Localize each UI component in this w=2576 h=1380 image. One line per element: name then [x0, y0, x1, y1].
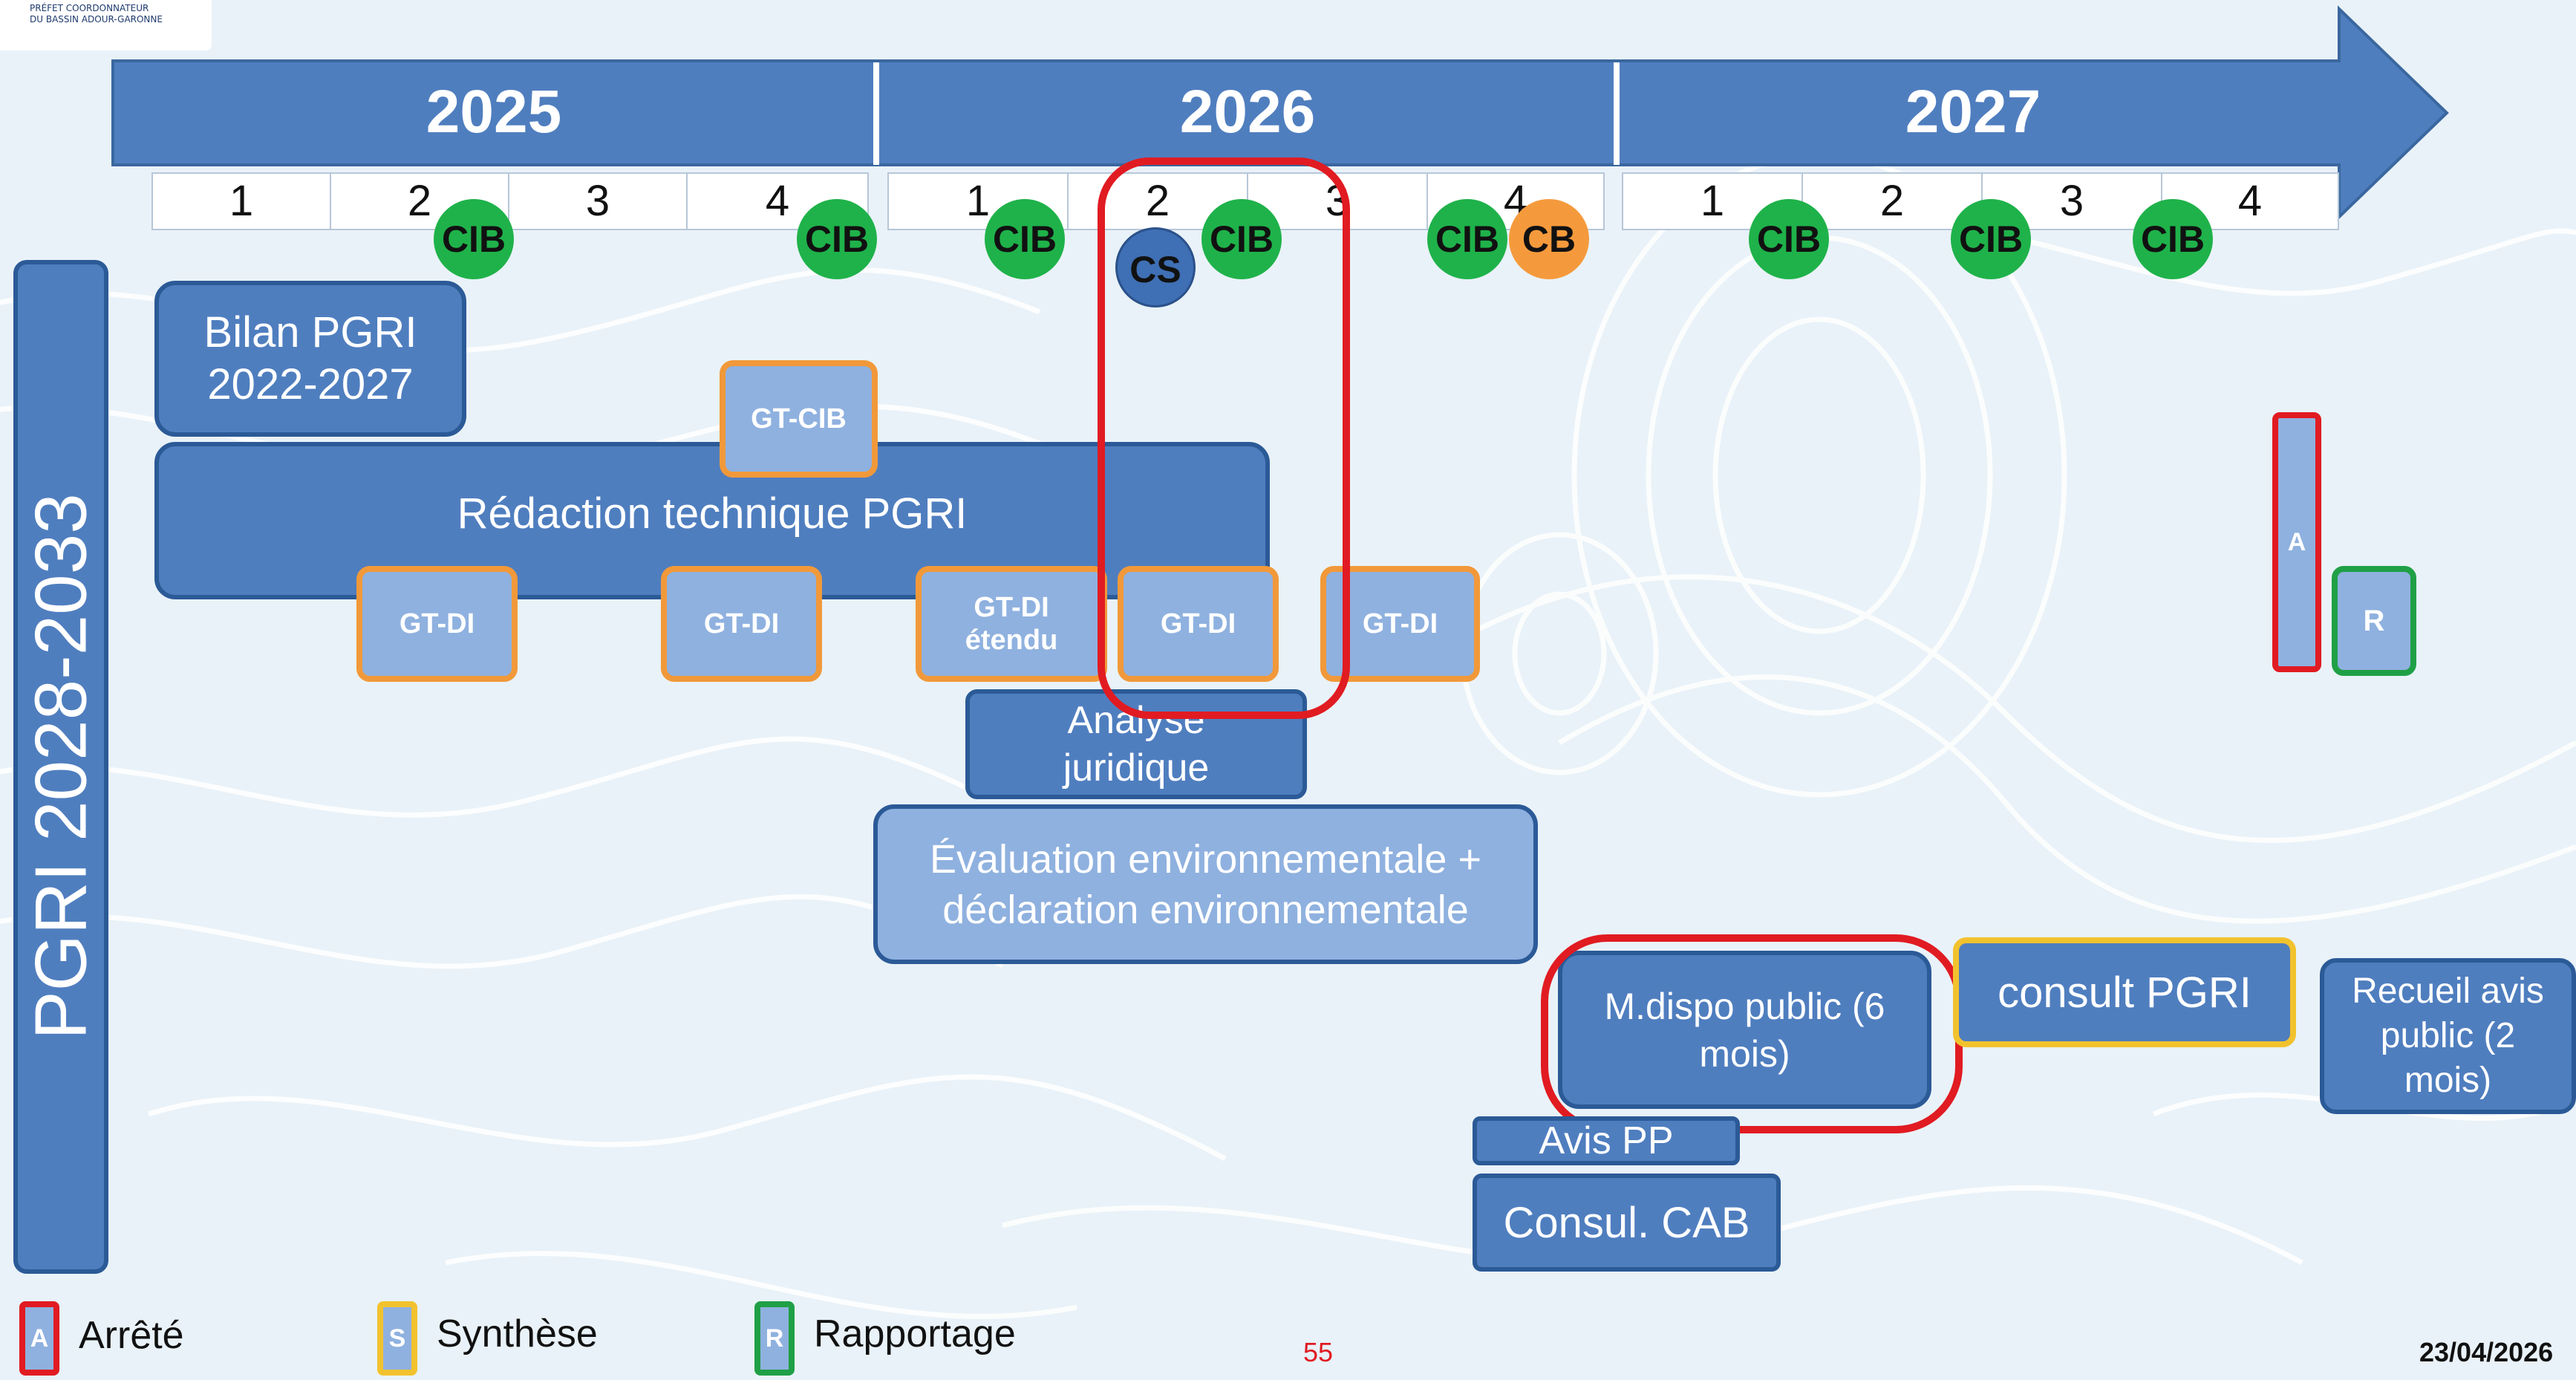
- recueil-avis-public-box: Recueil avis public (2 mois): [2320, 958, 2576, 1114]
- legend-arrete-label: Arrêté: [79, 1314, 184, 1357]
- legend-synthese-label: Synthèse: [437, 1312, 598, 1355]
- milestone-cib: CIB: [1427, 199, 1507, 279]
- pgri-side-label: PGRI 2028-2033: [19, 493, 102, 1040]
- consult-pgri-box: consult PGRI: [1953, 937, 2296, 1047]
- highlight-frame-mdispo: [1541, 934, 1963, 1133]
- legend-synthese-swatch: S: [377, 1301, 417, 1376]
- mise-a-disposition-public-box: M.dispo public (6 mois): [1558, 951, 1931, 1109]
- recueil-line-2: public (2: [2380, 1016, 2516, 1055]
- evaluation-line-1: Évaluation environnementale +: [929, 836, 1481, 882]
- mdispo-line-1: M.dispo public (6: [1604, 985, 1885, 1027]
- milestone-cib: CIB: [2133, 199, 2213, 279]
- evaluation-environnementale-box: Évaluation environnementale + déclaratio…: [873, 804, 1538, 964]
- gt-di-box: GT-DI: [661, 566, 822, 682]
- legend-arrete-swatch: A: [19, 1301, 59, 1376]
- bilan-line-2: 2022-2027: [207, 360, 414, 409]
- milestone-cb: CB: [1509, 199, 1589, 279]
- milestone-cib: CIB: [434, 199, 514, 279]
- gt-cib-box: GT-CIB: [720, 360, 878, 478]
- milestone-cs: CS: [1115, 227, 1196, 307]
- timeline-arrow: [111, 5, 2449, 221]
- mdispo-line-2: mois): [1699, 1032, 1790, 1075]
- year-2027: 2027: [1905, 78, 2041, 146]
- gt-di-etendu-box: GT-DI étendu: [916, 566, 1107, 682]
- quarter-2025-1: 1: [151, 172, 331, 230]
- milestone-cib: CIB: [1749, 199, 1829, 279]
- milestone-cib: CIB: [1201, 199, 1282, 279]
- quarter-2025-3: 3: [508, 172, 688, 230]
- analyse-line-2: juridique: [1063, 746, 1210, 790]
- milestone-cib: CIB: [985, 199, 1065, 279]
- logo-line-2: DU BASSIN ADOUR-GARONNE: [30, 14, 163, 25]
- year-2025: 2025: [425, 78, 562, 146]
- prefecture-logo: PRÉFET COORDONNATEUR DU BASSIN ADOUR-GAR…: [0, 0, 212, 51]
- avis-pp-box: Avis PP: [1473, 1116, 1740, 1165]
- evaluation-line-2: déclaration environnementale: [942, 887, 1469, 932]
- legend-rapportage-swatch: R: [754, 1301, 795, 1376]
- year-2026: 2026: [1179, 78, 1316, 146]
- pgri-side-bar: [13, 260, 108, 1274]
- gt-di-box: GT-DI: [1118, 566, 1279, 682]
- page-number: 55: [1303, 1337, 1334, 1367]
- milestone-cib: CIB: [797, 199, 877, 279]
- recueil-line-3: mois): [2404, 1061, 2492, 1100]
- slide-date: 23/04/2026: [2419, 1337, 2554, 1367]
- rapportage-box: R: [2332, 566, 2416, 676]
- bilan-pgri-box: Bilan PGRI 2022-2027: [154, 281, 466, 437]
- consul-cab-box: Consul. CAB: [1473, 1174, 1781, 1272]
- bilan-line-1: Bilan PGRI: [203, 308, 417, 357]
- gt-di-etendu-line-1: GT-DI: [974, 592, 1049, 623]
- gt-di-etendu-line-2: étendu: [965, 625, 1058, 656]
- gt-di-box: GT-DI: [356, 566, 518, 682]
- arrete-bar: A: [2272, 412, 2321, 672]
- milestone-cib: CIB: [1951, 199, 2031, 279]
- recueil-line-1: Recueil avis: [2352, 971, 2544, 1011]
- logo-line-1: PRÉFET COORDONNATEUR: [30, 3, 149, 13]
- highlight-frame-2026-q2: [1098, 157, 1350, 719]
- legend-rapportage-label: Rapportage: [814, 1312, 1016, 1355]
- redaction-label: Rédaction technique PGRI: [457, 489, 968, 538]
